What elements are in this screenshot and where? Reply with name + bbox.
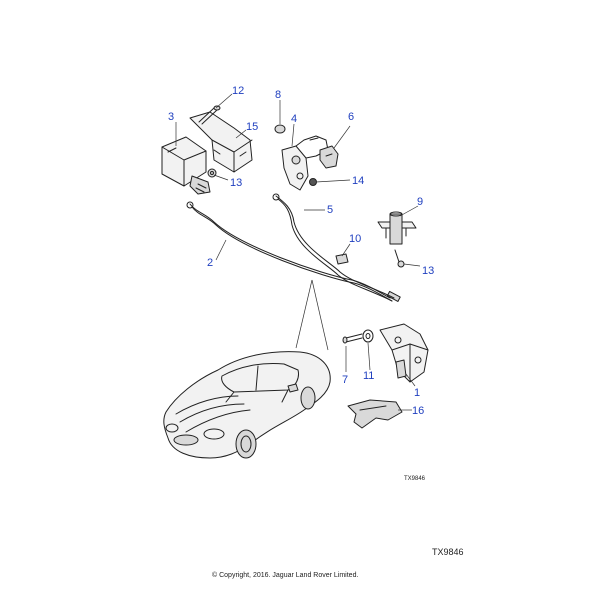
reference-code-small: TX9846 bbox=[404, 476, 426, 482]
release-handle-part bbox=[347, 399, 403, 429]
callout-14: 14 bbox=[352, 175, 364, 187]
callout-6: 6 bbox=[348, 111, 354, 123]
striker-part bbox=[377, 211, 417, 268]
car-illustration bbox=[163, 279, 331, 459]
callout-15: 15 bbox=[246, 121, 258, 133]
latch-mechanism-part bbox=[274, 124, 339, 191]
bolt-part-12 bbox=[198, 105, 221, 125]
callout-5: 5 bbox=[327, 204, 333, 216]
callout-9: 9 bbox=[417, 196, 423, 208]
callout-1: 1 bbox=[414, 387, 420, 399]
reference-code-main: TX9846 bbox=[432, 547, 464, 557]
release-cables bbox=[186, 193, 401, 302]
callout-13-left: 13 bbox=[230, 177, 242, 189]
nut-part-13-left bbox=[207, 168, 217, 178]
callout-7: 7 bbox=[342, 374, 348, 386]
hinge-part bbox=[342, 323, 429, 383]
callout-13-right: 13 bbox=[422, 265, 434, 277]
callout-10: 10 bbox=[349, 233, 361, 245]
actuator-bracket-part bbox=[189, 111, 253, 173]
callout-4: 4 bbox=[291, 113, 297, 125]
copyright-notice: © Copyright, 2016. Jaguar Land Rover Lim… bbox=[212, 571, 358, 579]
callout-12: 12 bbox=[232, 85, 244, 97]
callout-2: 2 bbox=[207, 257, 213, 269]
callout-11: 11 bbox=[363, 370, 374, 382]
callout-8: 8 bbox=[275, 89, 281, 101]
callout-labels: 12 3 15 13 8 4 6 14 5 9 10 13 2 7 11 1 1… bbox=[168, 85, 434, 417]
callout-3: 3 bbox=[168, 111, 174, 123]
actuator-motor-part bbox=[161, 136, 211, 195]
callout-16: 16 bbox=[412, 405, 424, 417]
leader-lines bbox=[175, 93, 421, 411]
